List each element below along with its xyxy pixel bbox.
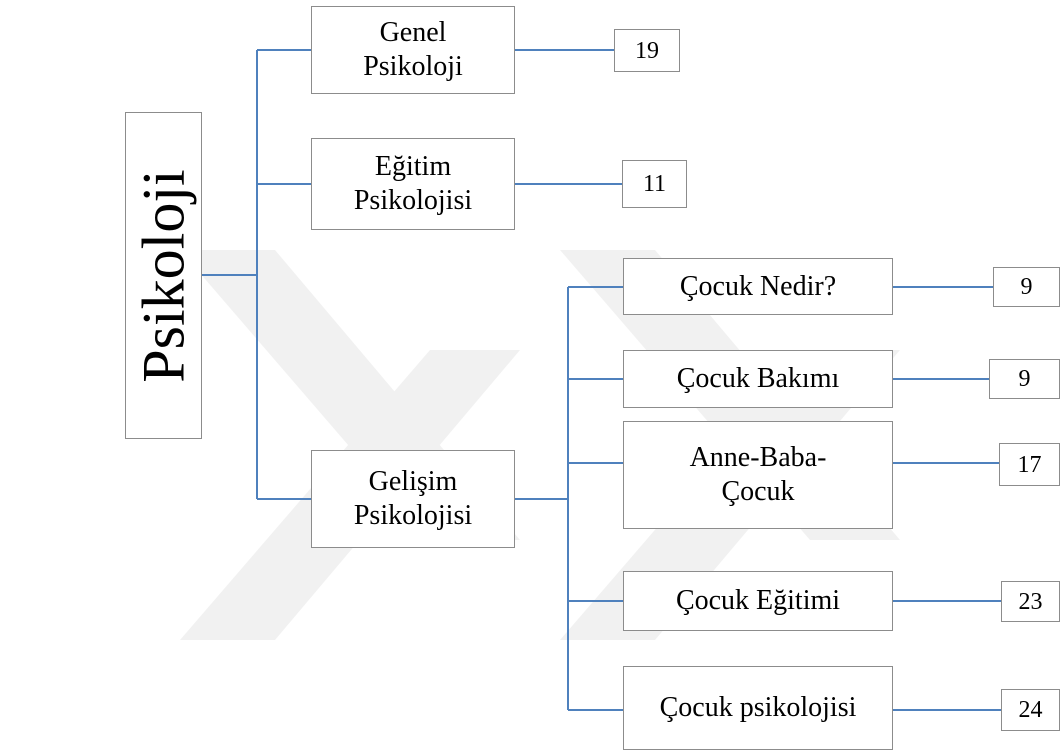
subtopic-label: Çocuk Eğitimi <box>675 585 841 616</box>
count-cocuk-psikolojisi: 24 <box>1001 689 1060 731</box>
subtopic-label: Çocuk Nedir? <box>679 270 837 302</box>
subtopic-cocuk-bakimi: Çocuk Bakımı <box>623 350 893 408</box>
branch-label-line2: Psikolojisi <box>353 500 473 531</box>
count-egitim-psikolojisi: 11 <box>622 160 687 208</box>
subtopic-label: Çocuk Bakımı <box>676 363 840 394</box>
subtopic-cocuk-nedir: Çocuk Nedir? <box>623 258 893 315</box>
subtopic-anne-baba-cocuk: Anne-Baba-Çocuk <box>623 421 893 529</box>
count-cocuk-egitimi: 23 <box>1001 581 1060 622</box>
branch-label-line2: Psikolojisi <box>353 185 473 216</box>
root-label: Psikoloji <box>130 168 197 383</box>
branch-label-line1: Eğitim <box>374 151 452 182</box>
branch-label-line1: Genel <box>379 17 447 48</box>
root-node: Psikoloji <box>125 112 202 439</box>
subtopic-label-line1: Anne-Baba- <box>689 442 827 473</box>
count-anne-baba-cocuk: 17 <box>999 443 1060 486</box>
count-genel-psikoloji: 19 <box>614 29 680 72</box>
branch-label-line2: Psikoloji <box>363 51 463 82</box>
count-cocuk-bakimi: 9 <box>989 359 1060 399</box>
subtopic-label: Çocuk psikolojisi <box>659 692 857 723</box>
subtopic-label-line2: Çocuk <box>721 476 795 507</box>
subtopic-cocuk-psikolojisi: Çocuk psikolojisi <box>623 666 893 750</box>
subtopic-cocuk-egitimi: Çocuk Eğitimi <box>623 571 893 631</box>
count-cocuk-nedir: 9 <box>993 267 1060 307</box>
branch-label-line1: Gelişim <box>368 466 458 497</box>
